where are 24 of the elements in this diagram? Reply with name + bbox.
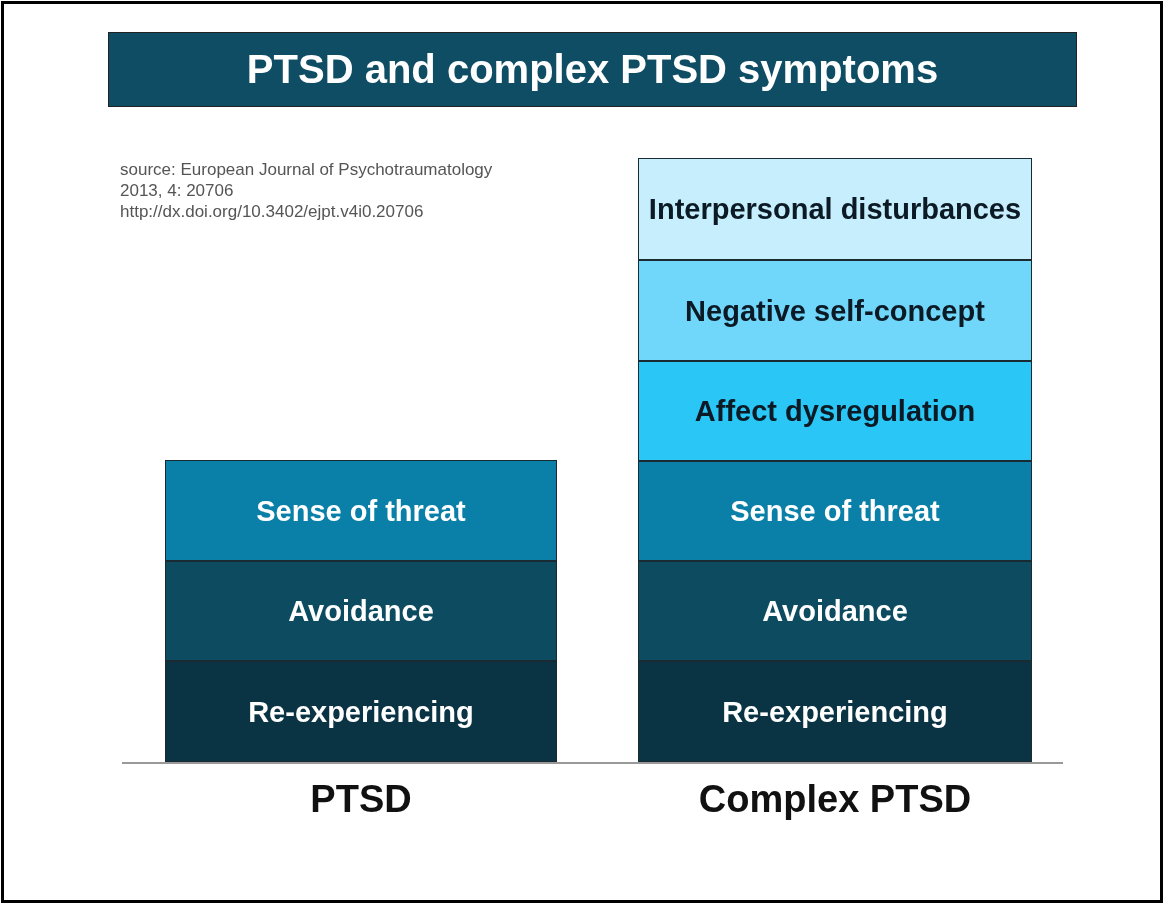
symptom-label: Avoidance bbox=[762, 594, 908, 628]
symptom-label: Re-experiencing bbox=[248, 694, 474, 729]
symptom-bar-segment bbox=[638, 561, 1032, 661]
symptom-bar-segment bbox=[165, 460, 557, 561]
column-label: Complex PTSD bbox=[698, 778, 972, 821]
symptom-label: Negative self-concept bbox=[685, 293, 985, 328]
symptom-bar-segment bbox=[638, 361, 1032, 461]
symptom-label: Avoidance bbox=[288, 594, 434, 628]
symptom-bar-segment bbox=[638, 260, 1032, 361]
symptom-label: Sense of threat bbox=[730, 494, 940, 528]
symptom-bar-segment bbox=[165, 661, 557, 762]
symptom-label: Re-experiencing bbox=[722, 694, 948, 729]
column-label: PTSD bbox=[310, 778, 412, 821]
symptom-bar-segment bbox=[638, 661, 1032, 762]
source-note: source: European Journal of Psychotraumatology bbox=[120, 160, 493, 180]
symptom-bar-segment bbox=[165, 561, 557, 661]
source-note: 2013, 4: 20706 bbox=[120, 181, 234, 201]
symptom-bar-segment bbox=[638, 158, 1032, 260]
symptom-label: Interpersonal disturbances bbox=[648, 192, 1022, 226]
title-banner: PTSD and complex PTSD symptoms bbox=[108, 32, 1077, 107]
symptom-label: Sense of threat bbox=[256, 493, 466, 528]
source-note: http://dx.doi.org/10.3402/ejpt.v4i0.20706 bbox=[120, 202, 424, 222]
symptom-bar-segment bbox=[638, 461, 1032, 561]
symptom-label: Affect dysregulation bbox=[694, 394, 976, 428]
